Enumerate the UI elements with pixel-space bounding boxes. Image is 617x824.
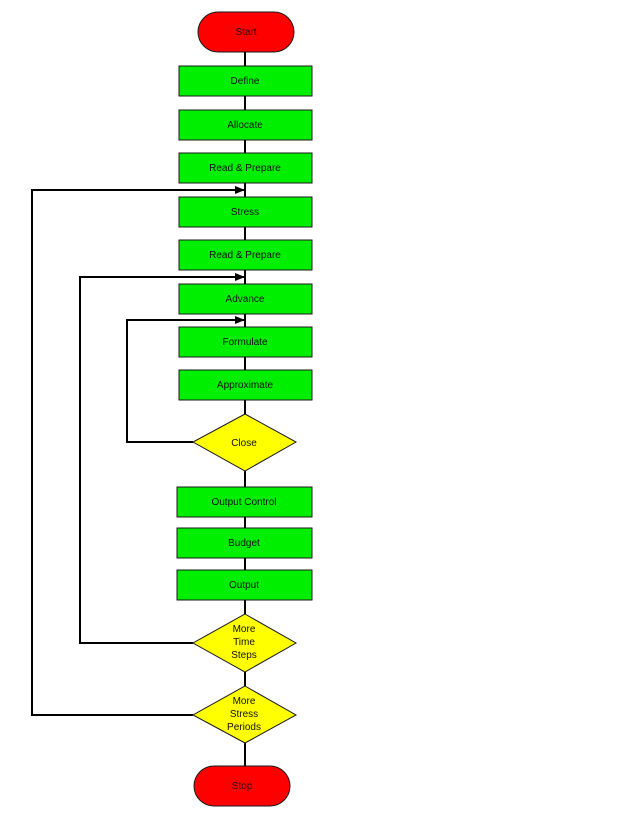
start-terminal-shape [197,11,295,53]
time-steps-loop-arrowhead [235,273,245,281]
step-budget: Budget [176,527,313,559]
start-terminal: Start [197,11,295,53]
step-read-prepare-1-label: Read & Prepare [209,163,281,174]
step-read-prepare-2: Read & Prepare [178,239,313,271]
decision-more-time-steps-diamond [191,613,298,673]
decision-more-time-steps-line-1: More [233,624,256,635]
stop-terminal: Stop [193,765,291,807]
decision-more-time-steps: More Time Steps [191,613,298,673]
decision-more-stress-periods: More Stress Periods [191,685,298,744]
step-advance-label: Advance [226,294,265,305]
connector-lines [31,30,246,786]
step-advance: Advance [178,283,313,315]
close-loop-arrowhead [235,316,245,324]
step-output: Output [176,569,313,601]
stress-periods-loop-line [31,189,245,716]
decision-more-stress-periods-line-1: More [233,696,256,707]
close-loop-line [126,319,245,443]
step-advance-box [178,283,313,315]
step-approximate: Approximate [178,369,313,401]
decision-more-stress-periods-line-2: Stress [230,709,258,720]
step-budget-box [176,527,313,559]
step-define-label: Define [231,76,260,87]
stop-label: Stop [232,781,253,792]
start-label: Start [235,27,256,38]
step-output-label: Output [229,580,259,591]
step-stress-label: Stress [231,207,259,218]
step-output-control-box [176,486,313,518]
step-formulate: Formulate [178,326,313,358]
step-define-box [178,65,313,97]
step-approximate-box [178,369,313,401]
step-define: Define [178,65,313,97]
step-budget-label: Budget [228,538,260,549]
decision-close: Close [191,413,298,472]
step-output-box [176,569,313,601]
step-stress: Stress [178,196,313,228]
step-stress-box [178,196,313,228]
decision-more-stress-periods-line-3: Periods [227,722,261,733]
step-read-prepare-1-box [178,152,313,184]
decision-more-stress-periods-diamond [191,685,298,744]
step-formulate-label: Formulate [222,337,267,348]
stress-periods-loop-arrowhead [235,186,245,194]
step-read-prepare-2-label: Read & Prepare [209,250,281,261]
step-allocate: Allocate [178,109,313,141]
time-steps-loop-line [79,276,245,644]
stop-terminal-shape [193,765,291,807]
decision-more-time-steps-line-2: Time [233,637,255,648]
decision-more-time-steps-line-3: Steps [231,650,257,661]
step-approximate-label: Approximate [217,380,274,391]
step-read-prepare-2-box [178,239,313,271]
step-allocate-box [178,109,313,141]
step-formulate-box [178,326,313,358]
step-output-control-label: Output Control [211,497,276,508]
step-read-prepare-1: Read & Prepare [178,152,313,184]
step-allocate-label: Allocate [227,120,263,131]
decision-close-label: Close [231,438,257,449]
decision-close-diamond [191,413,298,472]
step-output-control: Output Control [176,486,313,518]
